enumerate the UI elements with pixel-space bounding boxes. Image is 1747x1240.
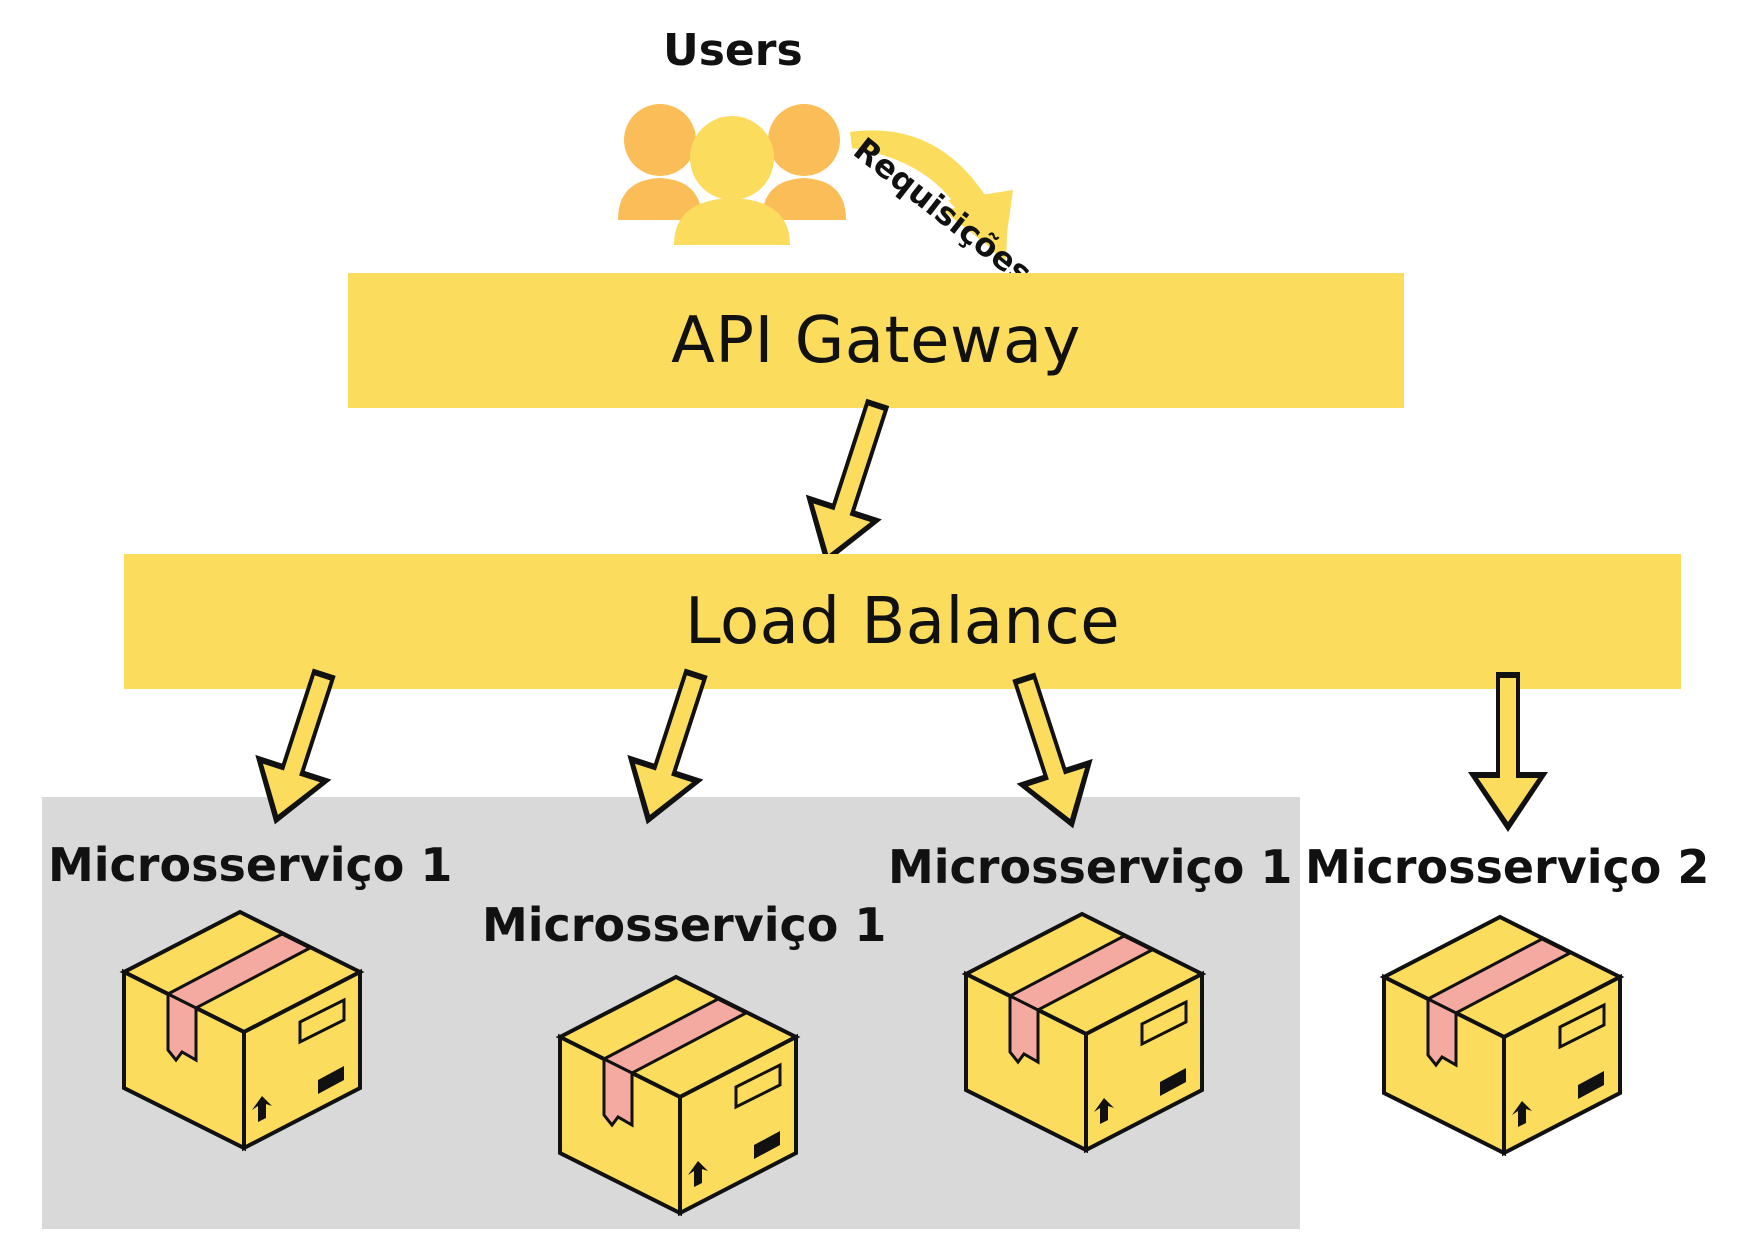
service-label-4: Microsserviço 2 [1305, 840, 1710, 894]
balancer-to-service-3-arrow [1012, 672, 1093, 829]
load-balancer-label: Load Balance [684, 584, 1121, 659]
balancer-to-service-1-arrow [255, 668, 336, 825]
request-arrow [850, 130, 1013, 262]
users-icon [618, 104, 846, 245]
api-gateway-bar: API Gateway [348, 273, 1404, 408]
service-label-2: Microsserviço 1 [482, 898, 887, 952]
service-label-1: Microsserviço 1 [48, 838, 453, 892]
service-label-3: Microsserviço 1 [888, 840, 1293, 894]
api-gateway-label: API Gateway [671, 303, 1081, 378]
load-balancer-bar: Load Balance [124, 554, 1681, 689]
balancer-to-service-2-arrow [627, 668, 708, 825]
gateway-to-balancer-arrow [805, 398, 890, 565]
box-icon [555, 974, 801, 1217]
balancer-to-service-4-arrow [1468, 672, 1548, 832]
box-icon [961, 911, 1207, 1154]
box-icon [1379, 914, 1625, 1157]
box-icon [119, 909, 365, 1152]
users-title: Users [663, 25, 803, 76]
